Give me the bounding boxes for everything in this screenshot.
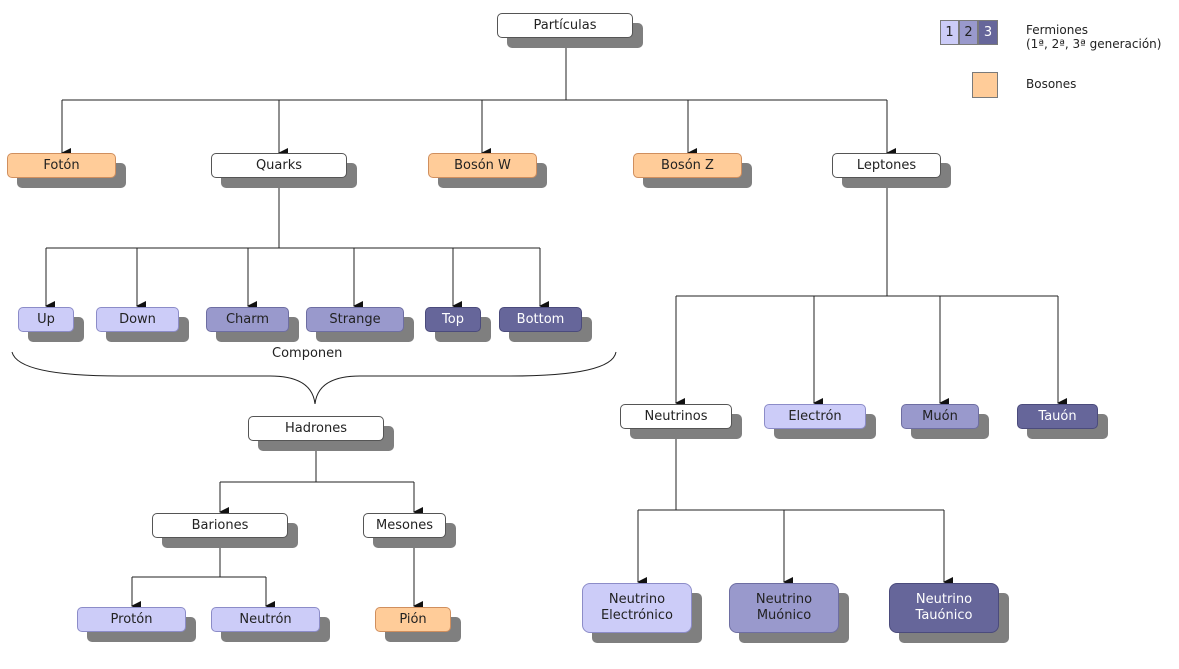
- node-pion-label: Pión: [399, 611, 427, 627]
- legend-boson-text: Bosones: [1026, 77, 1077, 91]
- node-foton-label: Fotón: [43, 157, 80, 173]
- node-mesones: Mesones: [363, 513, 446, 538]
- node-particulas: Partículas: [497, 13, 633, 38]
- node-neutrino-electronico-line2: Electrónico: [600, 608, 674, 623]
- node-bariones-label: Bariones: [191, 517, 249, 533]
- node-neutrino-electronico: Neutrino Electrónico: [582, 583, 692, 633]
- node-top-label: Top: [442, 311, 464, 327]
- node-tauon: Tauón: [1017, 404, 1098, 429]
- node-bariones: Bariones: [152, 513, 288, 538]
- node-leptones-label: Leptones: [856, 157, 917, 173]
- node-neutrino-muonico-line1: Neutrino: [755, 592, 813, 607]
- node-up-label: Up: [37, 311, 55, 327]
- node-quarks: Quarks: [211, 153, 347, 178]
- node-electron-label: Electrón: [788, 408, 842, 424]
- legend-gen1-swatch: 1: [940, 20, 959, 45]
- node-neutron: Neutrón: [211, 607, 320, 632]
- node-proton-label: Protón: [110, 611, 153, 627]
- node-muon: Muón: [901, 404, 979, 429]
- legend-boson-swatch: [972, 72, 998, 98]
- node-hadrones: Hadrones: [248, 416, 384, 441]
- node-boson-w: Bosón W: [428, 153, 537, 178]
- legend-fermion-text: Fermiones (1ª, 2ª, 3ª generación): [1026, 23, 1161, 51]
- node-quarks-label: Quarks: [255, 157, 303, 173]
- node-strange-label: Strange: [329, 311, 381, 327]
- node-bottom: Bottom: [499, 307, 582, 332]
- node-tauon-label: Tauón: [1038, 408, 1077, 424]
- node-strange: Strange: [306, 307, 404, 332]
- legend-gen3-swatch: 3: [978, 20, 998, 45]
- node-down: Down: [96, 307, 179, 332]
- node-particulas-label: Partículas: [533, 17, 597, 33]
- legend-fermion-line2: (1ª, 2ª, 3ª generación): [1026, 37, 1162, 51]
- node-neutrinos: Neutrinos: [620, 404, 732, 429]
- node-bottom-label: Bottom: [516, 311, 565, 327]
- componen-brace: [11, 351, 617, 405]
- node-neutrino-muonico-line2: Muónico: [756, 608, 812, 623]
- node-boson-z-label: Bosón Z: [661, 157, 714, 173]
- node-electron: Electrón: [764, 404, 866, 429]
- legend-fermion-line1: Fermiones: [1026, 23, 1088, 37]
- node-leptones: Leptones: [832, 153, 941, 178]
- legend-gen2-label: 2: [964, 25, 973, 40]
- node-neutrino-tauonico-line1: Neutrino: [915, 592, 973, 607]
- node-neutrino-tauonico-line2: Tauónico: [915, 608, 973, 623]
- node-up: Up: [18, 307, 74, 332]
- node-neutrino-tauonico: Neutrino Tauónico: [889, 583, 999, 633]
- node-top: Top: [425, 307, 481, 332]
- node-neutron-label: Neutrón: [239, 611, 292, 627]
- node-boson-w-label: Bosón W: [454, 157, 511, 173]
- node-hadrones-label: Hadrones: [284, 420, 348, 436]
- node-mesones-label: Mesones: [376, 517, 433, 533]
- node-down-label: Down: [119, 311, 156, 327]
- brace-label: Componen: [272, 346, 343, 361]
- node-charm-label: Charm: [225, 311, 270, 327]
- node-neutrino-muonico: Neutrino Muónico: [729, 583, 839, 633]
- node-foton: Fotón: [7, 153, 116, 178]
- legend-gen1-label: 1: [945, 25, 954, 40]
- node-proton: Protón: [77, 607, 186, 632]
- node-pion: Pión: [375, 607, 451, 632]
- node-neutrino-electronico-line1: Neutrino: [608, 592, 666, 607]
- node-boson-z: Bosón Z: [633, 153, 742, 178]
- node-charm: Charm: [206, 307, 289, 332]
- node-neutrinos-label: Neutrinos: [644, 408, 708, 424]
- node-muon-label: Muón: [922, 408, 958, 424]
- legend-gen3-label: 3: [983, 25, 993, 40]
- legend-gen2-swatch: 2: [959, 20, 978, 45]
